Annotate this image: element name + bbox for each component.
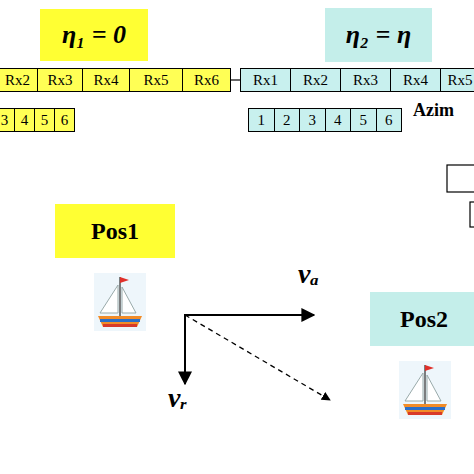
channel-number: 6	[54, 108, 75, 132]
node-text: Rx2	[303, 72, 328, 89]
position-label: Pos1	[55, 204, 175, 258]
receiver-box: Rx5	[440, 68, 474, 92]
node-text: Pos1	[91, 218, 139, 245]
receiver-box: Rx5	[129, 68, 183, 92]
receiver-box: Rx6	[182, 68, 231, 92]
angle-label: η₂ = η	[325, 8, 432, 62]
node-text: η₁ = 0	[62, 20, 126, 50]
node-text: Rx4	[403, 72, 428, 89]
partial-box	[470, 202, 474, 227]
node-text: 1	[258, 112, 266, 129]
receiver-box: Rx4	[390, 68, 441, 92]
receiver-box: Rx2	[0, 68, 38, 92]
node-text: 2	[283, 112, 291, 129]
node-text: Rx5	[447, 72, 472, 89]
channel-number: 3	[299, 108, 326, 132]
velocity-label: vₐ	[298, 258, 319, 290]
node-text: Rx5	[143, 72, 168, 89]
angle-label: η₁ = 0	[40, 9, 148, 61]
node-text: 6	[61, 112, 69, 129]
receiver-box: Rx3	[37, 68, 83, 92]
channel-number: 4	[14, 108, 35, 132]
node-text: 4	[21, 112, 29, 129]
node-text: Rx4	[93, 72, 118, 89]
node-text: Pos2	[400, 306, 448, 333]
velocity-label: vᵣ	[168, 382, 187, 414]
partial-box	[447, 165, 474, 192]
node-text: 3	[1, 112, 9, 129]
velocity-arrow	[185, 314, 314, 316]
receiver-box: Rx1	[240, 68, 291, 92]
position-label: Pos2	[370, 292, 474, 346]
node-text: Rx3	[47, 72, 72, 89]
channel-number: 5	[34, 108, 55, 132]
channel-number: 3	[0, 108, 15, 132]
velocity-arrow	[184, 314, 186, 384]
channel-number: 5	[350, 108, 377, 132]
boat-icon	[94, 273, 146, 331]
node-text: 5	[360, 112, 368, 129]
axis-label: Azim	[413, 100, 454, 121]
node-text: Rx3	[353, 72, 378, 89]
node-text: 3	[309, 112, 317, 129]
channel-number: 1	[248, 108, 275, 132]
receiver-box: Rx4	[82, 68, 130, 92]
node-text: 4	[334, 112, 342, 129]
boat-icon	[399, 361, 451, 419]
node-text: 5	[41, 112, 49, 129]
receiver-box: Rx3	[340, 68, 391, 92]
node-text: Rx2	[5, 72, 30, 89]
node-text: 6	[385, 112, 393, 129]
node-text: Rx1	[253, 72, 278, 89]
channel-number: 6	[376, 108, 403, 132]
receiver-box: Rx2	[290, 68, 341, 92]
node-text: Rx6	[194, 72, 219, 89]
velocity-arrow	[185, 315, 330, 400]
channel-number: 2	[274, 108, 301, 132]
channel-number: 4	[325, 108, 352, 132]
node-text: η₂ = η	[346, 20, 411, 50]
